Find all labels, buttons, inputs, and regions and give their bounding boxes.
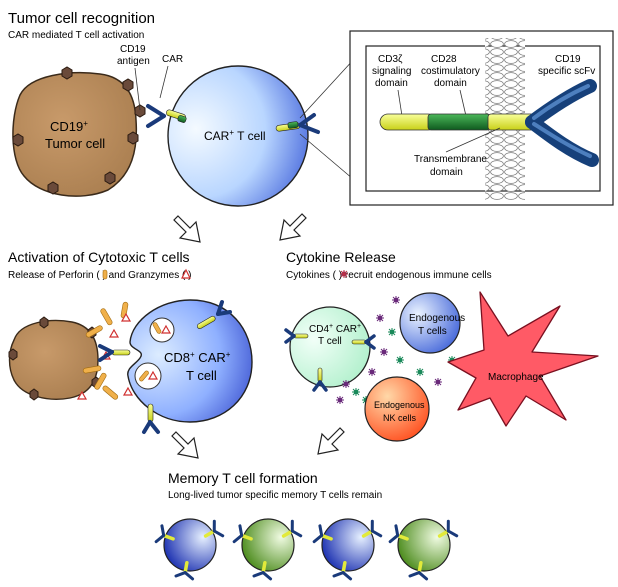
tumor-cell: CD19+ Tumor cell [13,67,145,196]
macrophage: Macrophage [448,292,598,426]
car-t-cell: CAR+ T cell [168,66,308,206]
memory-subtitle: Long-lived tumor specific memory T cells… [168,490,382,501]
cytotoxic-subtitle: Release of Perforin ( ) and Granzymes ( … [8,270,191,281]
endo-nk-label-1: Endogenous [374,400,425,410]
cd28-label-1: CD28 [431,54,457,65]
cd8-label-1: CD8+ CAR+ [164,350,231,365]
cd3z-label-1: CD3ζ [378,54,403,65]
memory-cells [156,519,457,579]
endogenous-nk-cells: Endogenous NK cells [365,377,429,441]
cd19-antigen-label-1: CD19 [120,44,146,55]
cytokine-particle [416,368,424,376]
recognition-subtitle: CAR mediated T cell activation [8,30,144,41]
scfv-label-2: specific scFv [538,66,595,77]
cytokine-particle [380,348,388,356]
car-label: CAR [162,54,183,65]
endo-t-label-1: Endogenous [409,313,465,324]
cd4-label-2: T cell [318,336,342,347]
cytokine-subtitle: Cytokines ( ) recruit endogenous immune … [286,270,492,281]
cytokine-particle [342,380,350,388]
cytokine-particle [352,388,360,396]
cd3z-label-2: signaling [372,66,411,77]
memory-t-cell [314,519,381,579]
car-t-cell-label: CAR+ T cell [204,128,266,143]
endo-nk-label-2: NK cells [383,413,417,423]
memory-title: Memory T cell formation [168,470,318,486]
cd8-label-2: T cell [186,368,217,383]
cd4-label-1: CD4+ CAR+ [309,323,361,335]
car-structure-inset: CD3ζ signaling domain CD28 costimulatory… [350,31,613,205]
cytokine-title: Cytokine Release [286,249,396,265]
perforin-icon [103,270,107,279]
endogenous-t-cells: Endogenous T cells [400,293,465,353]
cd3z-label-3: domain [375,78,408,89]
cytokine-particle [434,378,442,386]
transmembrane-label-1: Transmembrane [414,154,487,165]
cytokine-particle [392,296,400,304]
cytokine-particle [336,396,344,404]
recognition-title: Tumor cell recognition [8,10,155,27]
arrow-to-cytotoxic [174,216,200,242]
arrow-to-cytokine [280,214,306,240]
cd4-car-t-cell: CD4+ CAR+ T cell [286,307,374,390]
tumor-cell-2 [9,317,100,400]
cd28-label-2: costimulatory [421,66,480,77]
cytokine-icon [340,270,348,278]
cd19-antigen-label-2: antigen [117,56,150,67]
transmembrane-label-2: domain [430,167,463,178]
scfv-label-1: CD19 [555,54,581,65]
cytokine-particle [388,328,396,336]
arrow-to-memory-right [318,428,344,454]
cytokine-particle [368,368,376,376]
cytokine-particle [396,356,404,364]
arrow-to-memory-left [172,432,198,458]
cytotoxic-title: Activation of Cytotoxic T cells [8,249,190,265]
tumor-cell-label-1: CD19+ [50,119,88,134]
macrophage-label: Macrophage [488,372,544,383]
cd28-label-3: domain [434,78,467,89]
memory-t-cell [234,519,301,579]
memory-t-cell [156,519,223,579]
tumor-cell-label-2: Tumor cell [45,136,105,151]
cd28-domain [428,114,490,130]
endo-t-label-2: T cells [418,326,447,337]
cytokine-particle [376,314,384,322]
memory-t-cell [390,519,457,579]
